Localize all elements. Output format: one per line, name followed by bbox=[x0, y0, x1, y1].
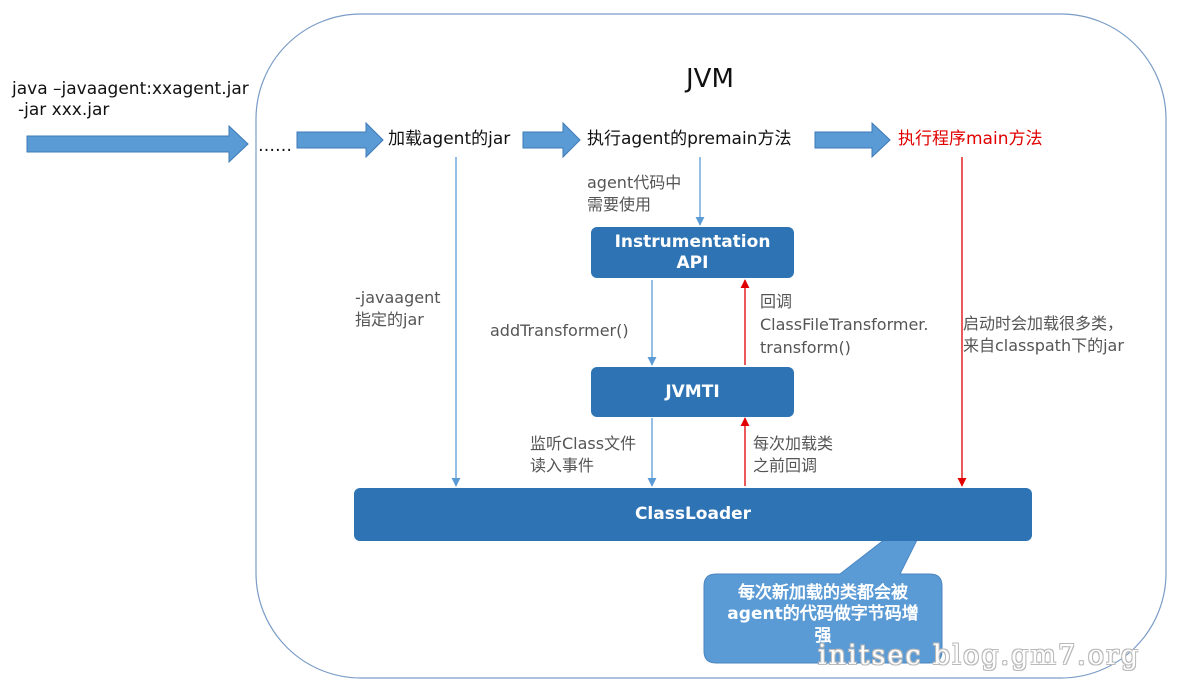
label-javaagent-1: -javaagent bbox=[355, 288, 441, 307]
jvmti-box: JVMTI bbox=[591, 367, 794, 417]
classloader-box: ClassLoader bbox=[354, 488, 1032, 541]
callout-text: 每次新加载的类都会被 agent的代码做字节码增 强 bbox=[708, 583, 938, 647]
callout-line-2: agent的代码做字节码增 bbox=[727, 604, 919, 625]
block-arrow-2 bbox=[522, 121, 581, 159]
label-startup-1: 启动时会加载很多类， bbox=[963, 314, 1124, 333]
command-line-2: -jar xxx.jar bbox=[18, 100, 110, 120]
label-javaagent-2: 指定的jar bbox=[355, 310, 424, 329]
label-callback-2: ClassFileTransformer. bbox=[760, 315, 929, 334]
label-callback-3: transform() bbox=[760, 338, 851, 357]
jvmti-box-label: JVMTI bbox=[665, 381, 720, 402]
flow-exec-premain: 执行agent的premain方法 bbox=[587, 129, 792, 149]
label-startup-2: 来自classpath下的jar bbox=[963, 336, 1124, 355]
callout-line-3: 强 bbox=[814, 625, 832, 646]
watermark: initsec blog.gm7.org bbox=[818, 640, 1141, 671]
jvm-title: JVM bbox=[686, 64, 734, 94]
callout-line-1: 每次新加载的类都会被 bbox=[738, 583, 908, 603]
command-line-1: java –javaagent:xxagent.jar bbox=[12, 79, 249, 99]
label-agent-uses-1: agent代码中 bbox=[587, 173, 682, 192]
label-agent-uses-2: 需要使用 bbox=[587, 195, 652, 214]
label-before-load-2: 之前回调 bbox=[753, 456, 818, 475]
block-arrow-1 bbox=[296, 121, 384, 159]
flow-exec-main: 执行程序main方法 bbox=[898, 129, 1043, 149]
instrumentation-box-line-2: API bbox=[676, 252, 709, 273]
block-arrow-command bbox=[26, 124, 249, 164]
block-arrow-3 bbox=[814, 121, 891, 159]
callout-bubble bbox=[703, 497, 943, 664]
classloader-box-label: ClassLoader bbox=[634, 504, 752, 525]
instrumentation-api-box: Instrumentation API bbox=[591, 227, 794, 278]
instrumentation-box-line-1: Instrumentation bbox=[614, 232, 771, 253]
label-before-load-1: 每次加载类 bbox=[753, 434, 834, 453]
flow-ellipsis: …… bbox=[258, 136, 292, 156]
label-add-transformer: addTransformer() bbox=[490, 321, 629, 340]
flow-load-agent-jar: 加载agent的jar bbox=[388, 129, 511, 149]
label-listen-2: 读入事件 bbox=[530, 456, 595, 475]
label-callback-1: 回调 bbox=[760, 292, 793, 311]
label-listen-1: 监听Class文件 bbox=[530, 434, 637, 453]
jvm-boundary bbox=[255, 13, 1167, 679]
